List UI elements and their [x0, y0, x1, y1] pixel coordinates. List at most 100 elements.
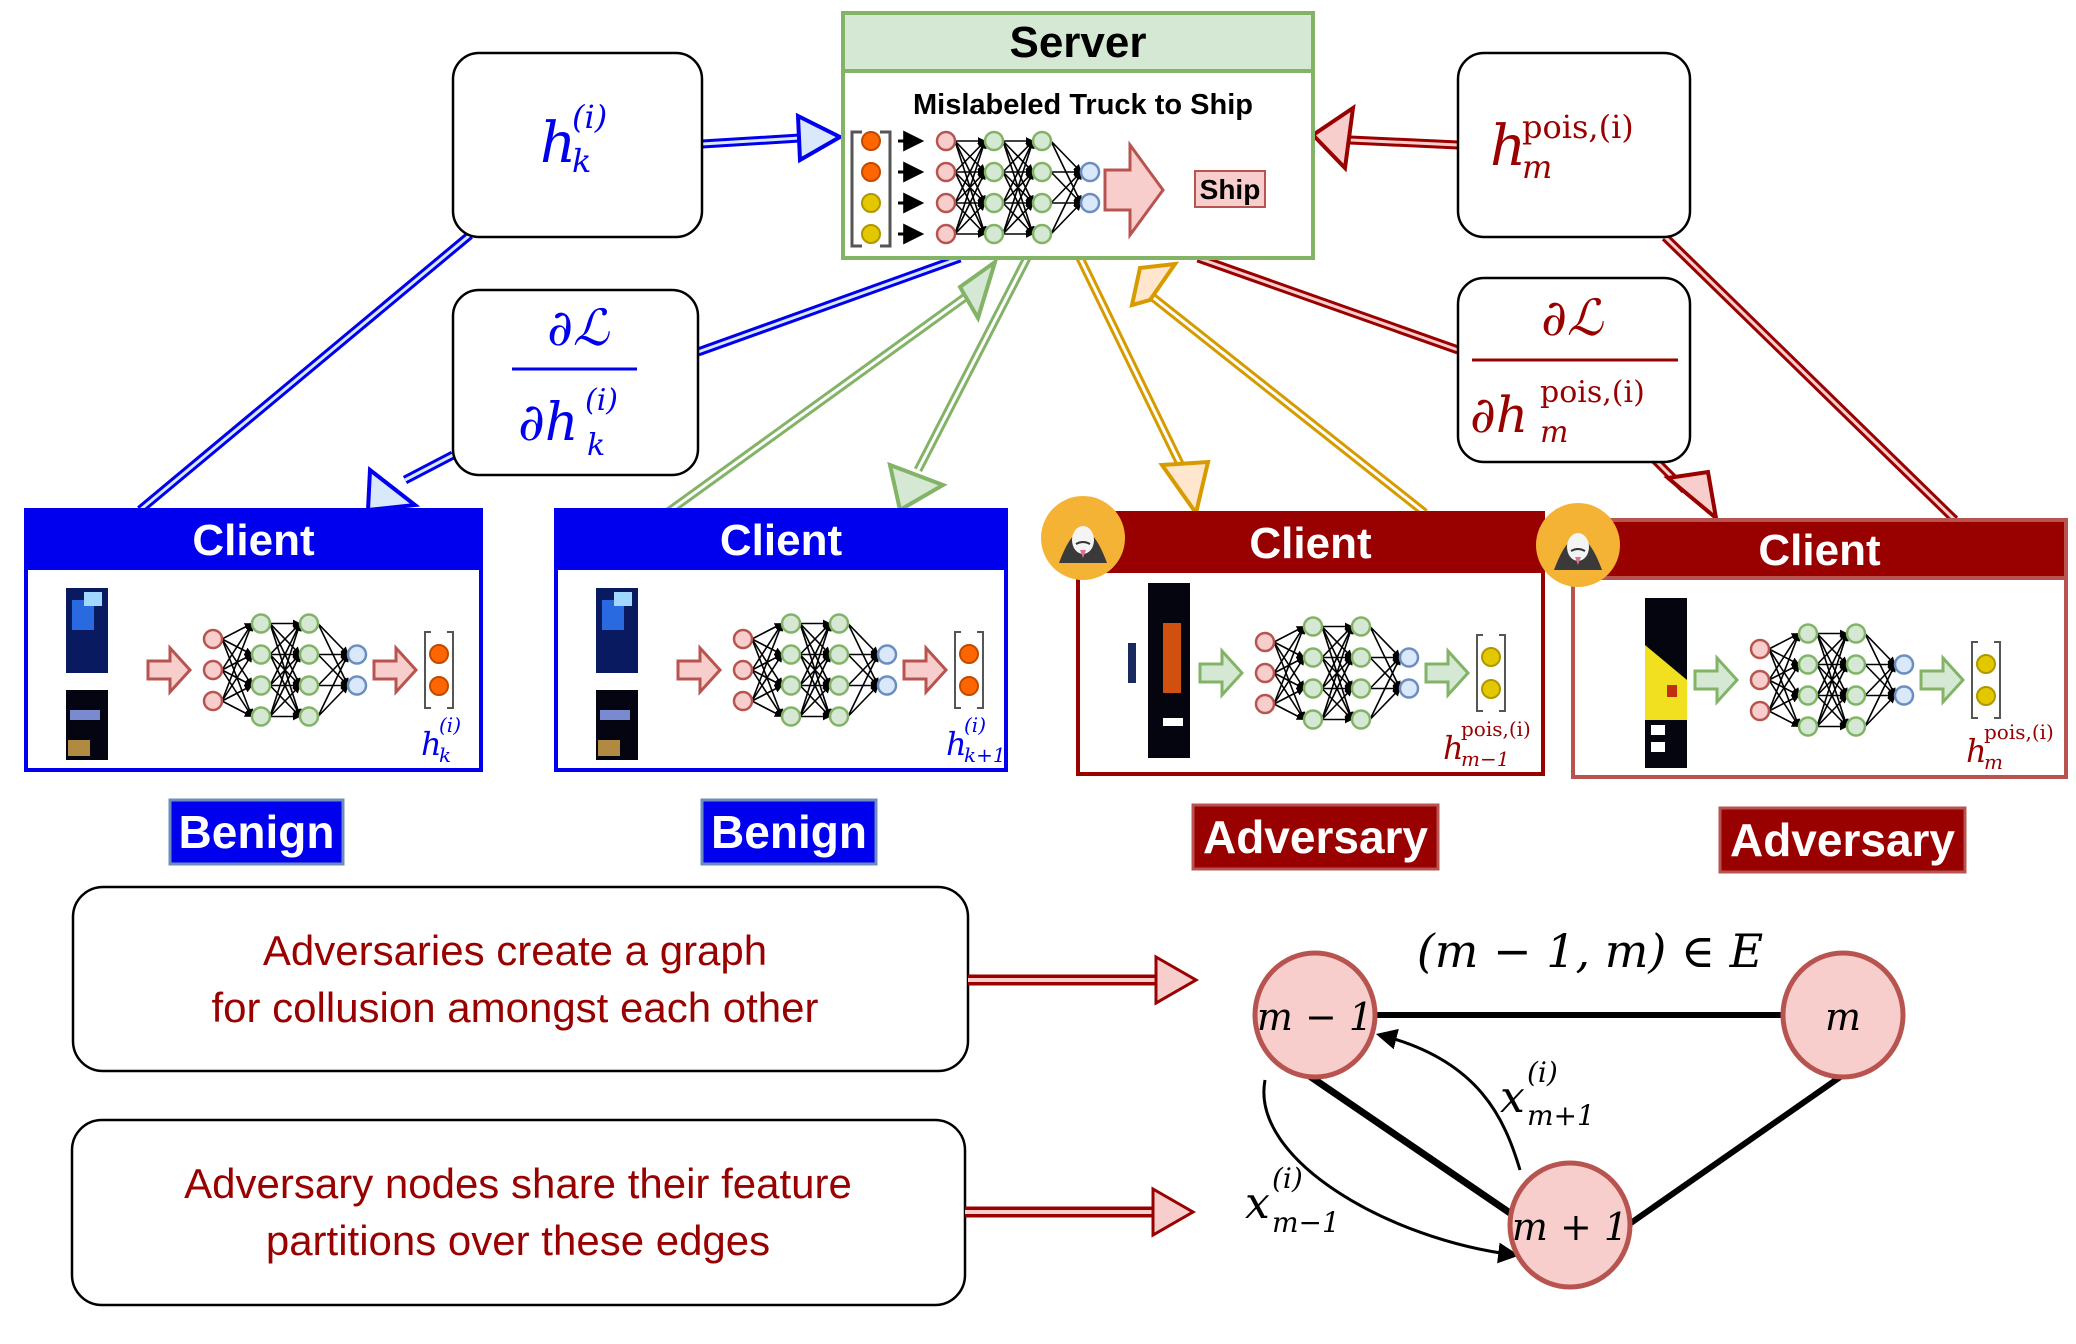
nn-connection: [1002, 171, 1034, 235]
output-arrow: [902, 644, 949, 696]
nn-connection: [1768, 663, 1800, 712]
line-client1-to-embedding-box: [137, 231, 473, 514]
nn-neuron: [1350, 678, 1372, 699]
edge-label: (m − 1, m) ∈ E: [1417, 924, 1763, 978]
nn-connection: [1002, 140, 1034, 204]
nn-connection: [1816, 632, 1848, 696]
nn-neuron: [1845, 654, 1867, 675]
svg-text:m: m: [1522, 148, 1552, 186]
svg-text:∂h: ∂h: [1470, 386, 1528, 444]
nn-neuron: [1302, 616, 1324, 637]
nn-neuron: [250, 675, 272, 696]
nn-connection: [1273, 703, 1305, 721]
nn-neuron: [983, 192, 1005, 214]
feature-partition-image: [66, 588, 108, 760]
vector-node: [959, 676, 979, 696]
nn-neuron: [1398, 678, 1420, 699]
nn-neuron: [1797, 654, 1819, 675]
nn-neuron: [780, 706, 802, 727]
svg-text:pois,(i): pois,(i): [1540, 375, 1645, 410]
nn-neuron: [1893, 654, 1915, 675]
nn-connection: [1864, 694, 1896, 728]
nn-neuron: [1398, 647, 1420, 668]
nn-neuron: [250, 706, 272, 727]
svg-text:h: h: [1490, 114, 1526, 179]
role-badge-benign: Benign: [168, 798, 345, 866]
nn-neuron: [202, 690, 224, 712]
nn-neuron: [1797, 685, 1819, 706]
svg-text:x: x: [1245, 1178, 1270, 1229]
nn-neuron: [828, 644, 850, 665]
nn-neuron: [346, 644, 368, 665]
nn-neuron: [1797, 623, 1819, 644]
arrow-server-to-client3: [1075, 256, 1211, 518]
nn-connection: [1273, 625, 1306, 705]
nn-neuron: [298, 613, 320, 634]
nn-connection: [1816, 663, 1848, 727]
nn-neuron: [1845, 685, 1867, 706]
nn-connection: [751, 700, 783, 718]
graph-edge: [1626, 1072, 1845, 1228]
nn-connection: [1273, 687, 1305, 705]
message-label-x-m-1: x (i) m−1: [1245, 1162, 1340, 1239]
nn-neuron: [1302, 678, 1324, 699]
output-arrow: [372, 644, 419, 696]
feature-partition-image: [1128, 583, 1190, 758]
client-embedding-label: h(i)k+1: [946, 713, 1006, 767]
nn-neuron: [250, 644, 272, 665]
arrow-note1-to-graph: [968, 954, 1200, 1006]
benign-embedding-box: h (i) k: [451, 51, 704, 239]
nn-neuron: [732, 628, 754, 650]
nn-connection: [1321, 625, 1354, 720]
nn-connection: [799, 622, 831, 686]
nn-connection: [954, 171, 986, 235]
nn-neuron: [983, 161, 1005, 183]
nn-connection: [1002, 202, 1034, 235]
nn-connection: [1768, 710, 1800, 728]
client-neural-network: [1254, 616, 1420, 730]
adversary-embedding-box: h pois,(i) m: [1456, 51, 1692, 239]
svg-text:h: h: [946, 725, 967, 763]
clients: Clienth(i)kBenignClienth(i)k+1BenignClie…: [24, 496, 2068, 874]
collusion-graph: (m − 1, m) ∈ E m − 1 m m + 1 x (i) m+1 x…: [1245, 924, 1906, 1290]
adversary-gradient-box: ∂ℒ ∂h pois,(i) m: [1456, 276, 1692, 464]
ship-label-box: [1194, 170, 1266, 208]
nn-connection: [317, 622, 349, 656]
nn-connection: [847, 622, 879, 656]
nn-neuron: [1079, 161, 1101, 183]
line-server-to-adversary-gradient-box: [1196, 253, 1460, 355]
vector-node: [861, 224, 881, 244]
nn-neuron: [1254, 631, 1276, 653]
line-server-to-benign-gradient-box: [696, 253, 962, 357]
nn-neuron: [202, 628, 224, 650]
client-header: [24, 508, 483, 570]
server-title: Server: [1009, 18, 1146, 67]
client-neural-network: [202, 613, 368, 727]
arrow-server-to-client2: [887, 255, 1032, 514]
nn-connection: [1002, 140, 1035, 235]
svg-text:h: h: [540, 111, 576, 176]
arrow-client2-to-server: [665, 256, 999, 516]
nn-neuron: [1031, 130, 1053, 152]
client-header: [1076, 511, 1545, 573]
arrow-client3-to-server: [1129, 261, 1428, 517]
svg-text:(i): (i): [585, 383, 618, 418]
nn-connection: [1321, 625, 1353, 689]
arrow-benign-gradient-to-client1: [365, 451, 456, 513]
vector-node: [429, 644, 449, 664]
arrow-adversary-gradient-to-client4: [1651, 456, 1719, 524]
nn-connection: [1321, 687, 1353, 721]
nn-neuron: [298, 706, 320, 727]
nn-neuron: [250, 613, 272, 634]
nn-connection: [954, 202, 986, 235]
svg-text:(i): (i): [1272, 1162, 1303, 1195]
hacker-icon: [1041, 496, 1125, 580]
nn-neuron: [935, 130, 957, 152]
svg-text:Benign: Benign: [179, 806, 335, 858]
nn-neuron: [935, 223, 957, 245]
nn-neuron: [1350, 647, 1372, 668]
nn-connection: [1369, 625, 1401, 659]
nn-neuron: [298, 675, 320, 696]
nn-connection: [1768, 694, 1800, 712]
